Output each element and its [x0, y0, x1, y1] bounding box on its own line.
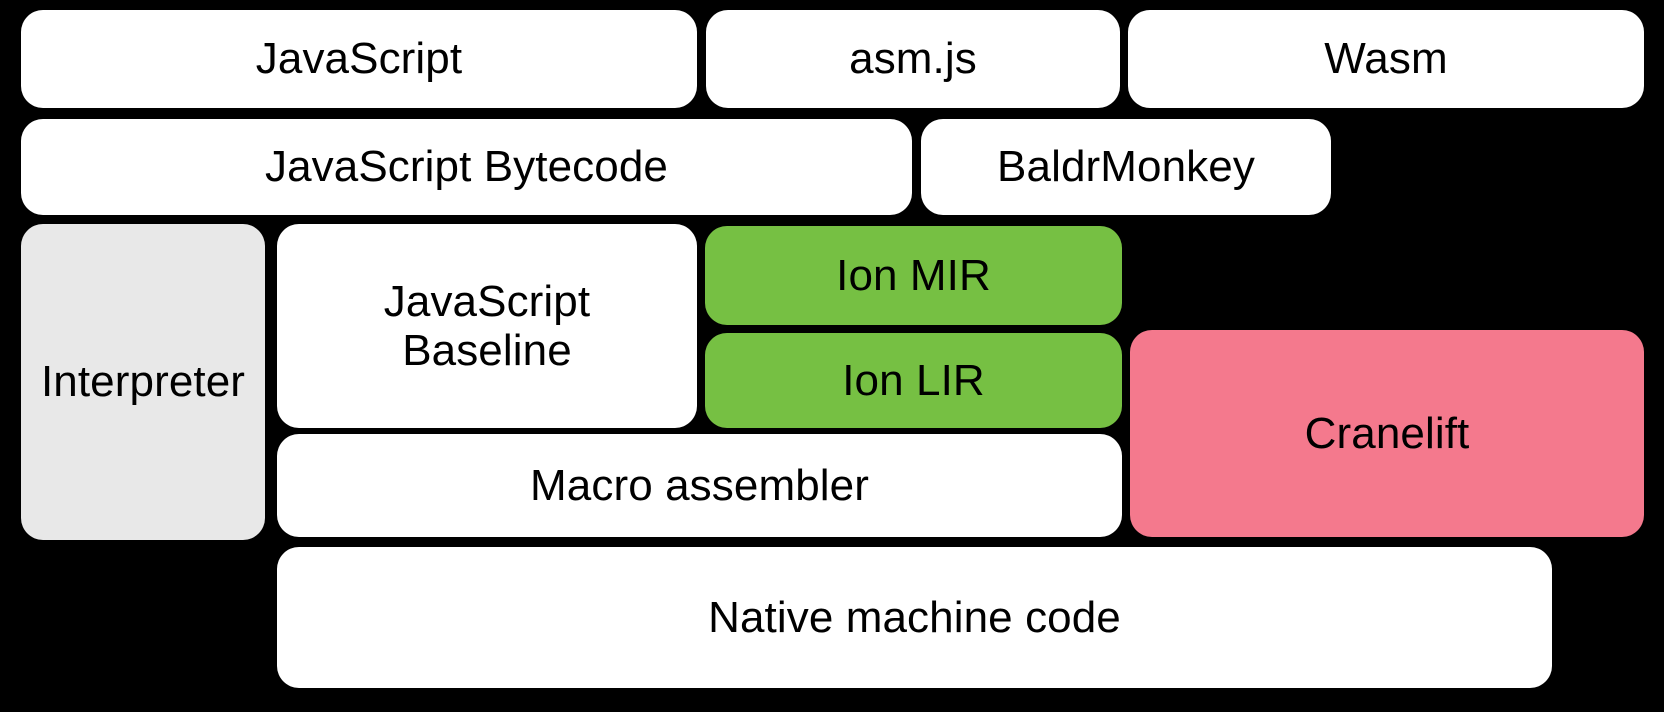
node-asm-js: asm.js: [706, 10, 1120, 108]
node-baldrmonkey: BaldrMonkey: [921, 119, 1331, 215]
node-javascript: JavaScript: [21, 10, 697, 108]
node-native-machine-code: Native machine code: [277, 547, 1552, 688]
node-interpreter: Interpreter: [21, 224, 265, 540]
node-javascript-baseline: JavaScript Baseline: [277, 224, 697, 428]
node-javascript-bytecode: JavaScript Bytecode: [21, 119, 912, 215]
node-wasm: Wasm: [1128, 10, 1644, 108]
node-ion-mir: Ion MIR: [705, 226, 1122, 325]
node-macro-assembler: Macro assembler: [277, 434, 1122, 537]
node-cranelift: Cranelift: [1130, 330, 1644, 537]
node-ion-lir: Ion LIR: [705, 333, 1122, 428]
